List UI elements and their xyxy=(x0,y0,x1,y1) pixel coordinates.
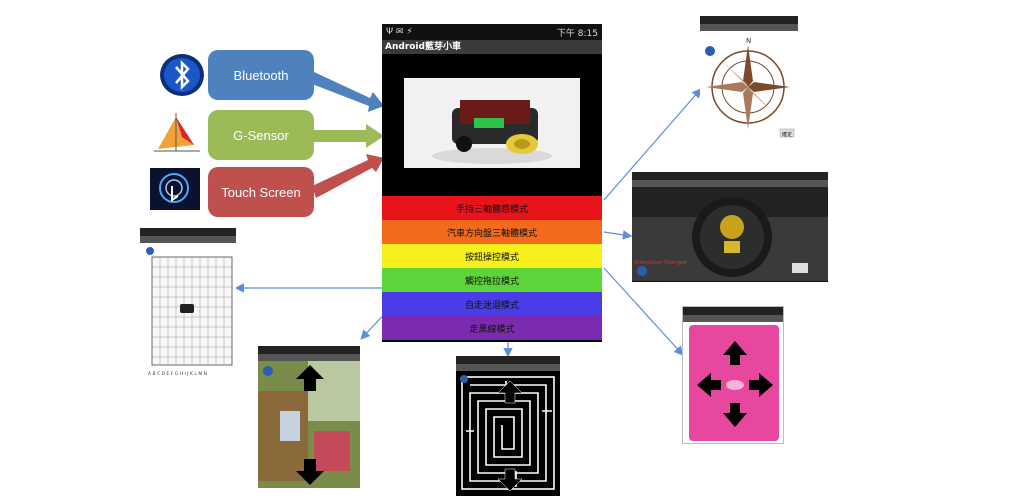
touch-screen-arrow xyxy=(312,154,384,198)
app-title: Android藍芽小車 xyxy=(382,40,602,54)
maze-screen xyxy=(456,356,560,496)
svg-text:N: N xyxy=(746,37,751,45)
mode-auto-maze[interactable]: 自走迷迴模式 xyxy=(382,292,602,316)
compass-rose-icon: N xyxy=(700,37,795,149)
g-sensor-label: G-Sensor xyxy=(208,110,314,160)
g-sensor-arrow xyxy=(314,124,384,148)
dance-pad-screen xyxy=(682,306,784,444)
usb-icon: Ψ ✉ ⚡ xyxy=(386,27,413,37)
steering-wheel-icon xyxy=(632,187,828,281)
touch-screen-icon xyxy=(148,166,200,212)
bluetooth-label: Bluetooth xyxy=(208,50,314,100)
mode-line-follow[interactable]: 走黑線模式 xyxy=(382,316,602,340)
mode-touch-drag[interactable]: 觸控拖拉模式 xyxy=(382,268,602,292)
track-drag-screen xyxy=(258,346,360,488)
arrow-to-dance-pad xyxy=(603,267,684,356)
grid-board-icon: A B C D E F G H I J K L M N xyxy=(146,247,233,377)
bluetooth-arrow xyxy=(312,72,384,112)
status-clock: 下午 8:15 xyxy=(556,28,598,39)
svg-text:A B C D E F G H I J K L M N: A B C D E F G H I J K L M N xyxy=(148,371,207,377)
four-direction-arrows xyxy=(697,341,773,427)
compass-screen: N 確定 xyxy=(700,16,798,152)
g-sensor-icon xyxy=(150,110,202,156)
mode-steering-wheel[interactable]: 汽車方向盤三軸體模式 xyxy=(382,220,602,244)
compass-ok-button[interactable]: 確定 xyxy=(782,132,793,138)
main-phone-screen: Ψ ✉ ⚡ 下午 8:15 Android藍芽小車 手持三軸體感模式 汽車方向盤… xyxy=(382,24,602,342)
orientation-caption: Orientation Changed xyxy=(634,260,687,266)
status-bar: Ψ ✉ ⚡ 下午 8:15 xyxy=(382,24,602,40)
arrow-to-wheel xyxy=(603,230,633,240)
mode-button-control[interactable]: 按鈕操控模式 xyxy=(382,244,602,268)
touch-screen-label: Touch Screen xyxy=(208,167,314,217)
arrow-to-compass xyxy=(603,88,702,201)
grid-board-screen: A B C D E F G H I J K L M N xyxy=(140,228,236,380)
bluetooth-icon xyxy=(156,52,208,98)
mode-handheld-3axis[interactable]: 手持三軸體感模式 xyxy=(382,196,602,220)
track-arrows xyxy=(258,361,360,488)
maze-icon xyxy=(456,371,560,496)
robot-car-image xyxy=(404,78,580,168)
steering-wheel-screen: Orientation Changed xyxy=(632,172,828,282)
